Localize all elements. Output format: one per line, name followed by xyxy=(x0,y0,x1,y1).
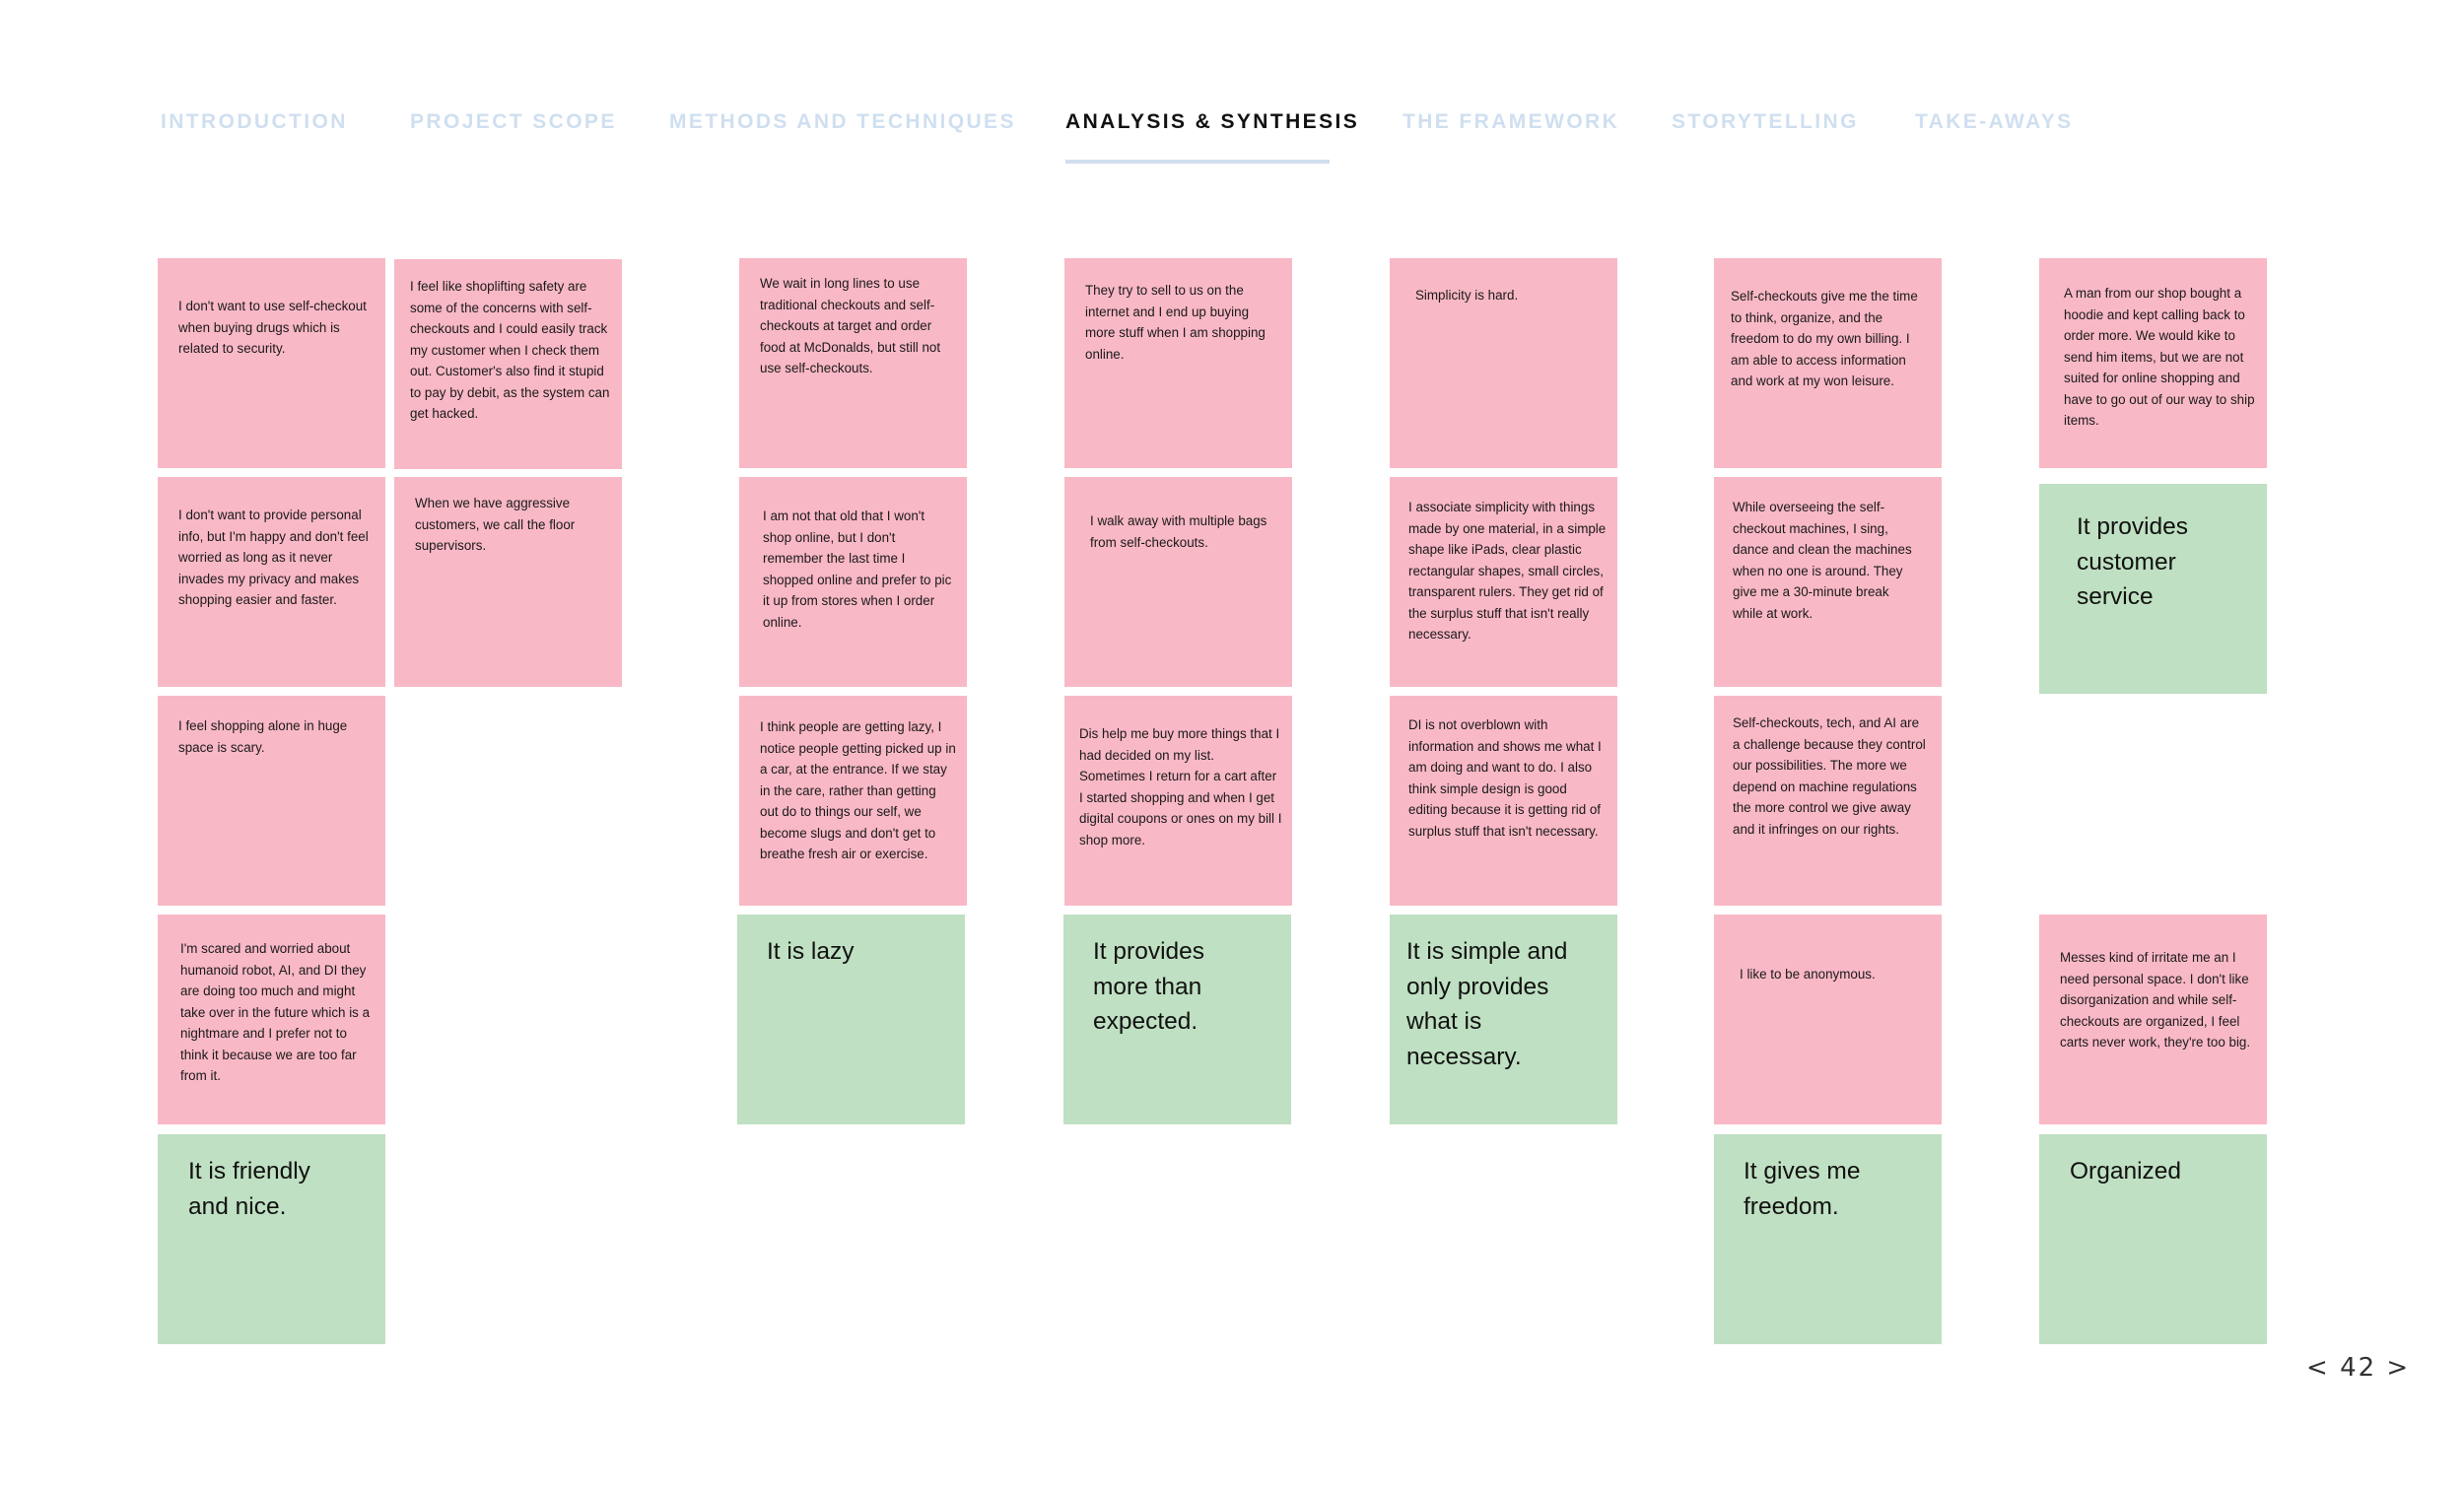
insight-text: It is simple and only provides what is n… xyxy=(1406,938,1568,1070)
sticky-note: A man from our shop bought a hoodie and … xyxy=(2039,258,2267,468)
note-text: I'm scared and worried about humanoid ro… xyxy=(180,941,371,1083)
sticky-note: I don't want to use self-checkout when b… xyxy=(158,258,385,468)
note-text: I am not that old that I won't shop onli… xyxy=(763,509,952,630)
insight-text: It provides more than expected. xyxy=(1093,938,1205,1035)
insight-text: Organized xyxy=(2070,1158,2182,1185)
section-nav: INTRODUCTION PROJECT SCOPE METHODS AND T… xyxy=(0,110,2464,170)
sticky-note: I am not that old that I won't shop onli… xyxy=(739,477,967,687)
sticky-note: Simplicity is hard. xyxy=(1390,258,1617,468)
note-text: Simplicity is hard. xyxy=(1415,288,1519,303)
insight-note: It is simple and only provides what is n… xyxy=(1390,915,1617,1124)
note-text: I think people are getting lazy, I notic… xyxy=(760,719,956,861)
insight-text: It gives me freedom. xyxy=(1744,1158,1861,1220)
sticky-note: Dis help me buy more things that I had d… xyxy=(1064,696,1292,906)
sticky-note: I don't want to provide personal info, b… xyxy=(158,477,385,687)
sticky-note: Self-checkouts give me the time to think… xyxy=(1714,258,1942,468)
nav-tab-analysis-and-synthesis[interactable]: ANALYSIS & SYNTHESIS xyxy=(1065,110,1360,133)
note-text: Self-checkouts, tech, and AI are a chall… xyxy=(1733,715,1926,837)
insight-text: It is friendly and nice. xyxy=(188,1158,310,1220)
sticky-note: They try to sell to us on the internet a… xyxy=(1064,258,1292,468)
nav-tab-the-framework[interactable]: THE FRAMEWORK xyxy=(1403,110,1620,133)
insight-text: It is lazy xyxy=(767,938,855,965)
note-text: I like to be anonymous. xyxy=(1740,967,1876,982)
sticky-note: I feel like shoplifting safety are some … xyxy=(394,259,622,469)
sticky-note: While overseeing the self-checkout machi… xyxy=(1714,477,1942,687)
note-text: I don't want to use self-checkout when b… xyxy=(178,299,367,356)
nav-tab-storytelling[interactable]: STORYTELLING xyxy=(1672,110,1859,133)
note-text: I walk away with multiple bags from self… xyxy=(1090,513,1267,550)
sticky-note: I'm scared and worried about humanoid ro… xyxy=(158,915,385,1124)
note-text: Messes kind of irritate me an I need per… xyxy=(2060,950,2251,1050)
insight-note: It provides more than expected. xyxy=(1063,915,1291,1124)
nav-tab-take-aways[interactable]: TAKE-AWAYS xyxy=(1915,110,2074,133)
note-text: DI is not overblown with information and… xyxy=(1408,717,1602,839)
sticky-note: I like to be anonymous. xyxy=(1714,915,1942,1124)
note-text: While overseeing the self-checkout machi… xyxy=(1733,500,1912,621)
note-text: I don't want to provide personal info, b… xyxy=(178,508,369,607)
active-tab-underline xyxy=(1065,160,1330,164)
insight-note: It is lazy xyxy=(737,915,965,1124)
sticky-note: I associate simplicity with things made … xyxy=(1390,477,1617,687)
nav-tab-introduction[interactable]: INTRODUCTION xyxy=(161,110,348,133)
insight-note: It is friendly and nice. xyxy=(158,1134,385,1344)
page-navigator: < 42 > xyxy=(2306,1353,2410,1383)
nav-tab-project-scope[interactable]: PROJECT SCOPE xyxy=(410,110,617,133)
sticky-note: I walk away with multiple bags from self… xyxy=(1064,477,1292,687)
sticky-note: When we have aggressive customers, we ca… xyxy=(394,477,622,687)
sticky-note: Messes kind of irritate me an I need per… xyxy=(2039,915,2267,1124)
sticky-note: Self-checkouts, tech, and AI are a chall… xyxy=(1714,696,1942,906)
note-text: A man from our shop bought a hoodie and … xyxy=(2064,286,2255,428)
note-text: They try to sell to us on the internet a… xyxy=(1085,283,1266,362)
sticky-note: I think people are getting lazy, I notic… xyxy=(739,696,967,906)
sticky-note: DI is not overblown with information and… xyxy=(1390,696,1617,906)
sticky-note: We wait in long lines to use traditional… xyxy=(739,258,967,468)
insight-note: It gives me freedom. xyxy=(1714,1134,1942,1344)
insight-note: It provides customer service xyxy=(2039,484,2267,694)
note-text: Dis help me buy more things that I had d… xyxy=(1079,726,1282,848)
note-text: I feel shopping alone in huge space is s… xyxy=(178,718,348,755)
insight-note: Organized xyxy=(2039,1134,2267,1344)
note-text: When we have aggressive customers, we ca… xyxy=(415,496,576,553)
sticky-note: I feel shopping alone in huge space is s… xyxy=(158,696,385,906)
note-text: I associate simplicity with things made … xyxy=(1408,500,1607,642)
insight-text: It provides customer service xyxy=(2077,513,2189,610)
next-page-button[interactable]: > xyxy=(2386,1353,2411,1383)
page-number: 42 xyxy=(2340,1353,2377,1383)
note-text: I feel like shoplifting safety are some … xyxy=(410,279,610,421)
prev-page-button[interactable]: < xyxy=(2306,1353,2330,1383)
nav-tab-methods-and-techniques[interactable]: METHODS AND TECHNIQUES xyxy=(669,110,1016,133)
note-text: Self-checkouts give me the time to think… xyxy=(1731,289,1918,388)
note-text: We wait in long lines to use traditional… xyxy=(760,276,941,375)
